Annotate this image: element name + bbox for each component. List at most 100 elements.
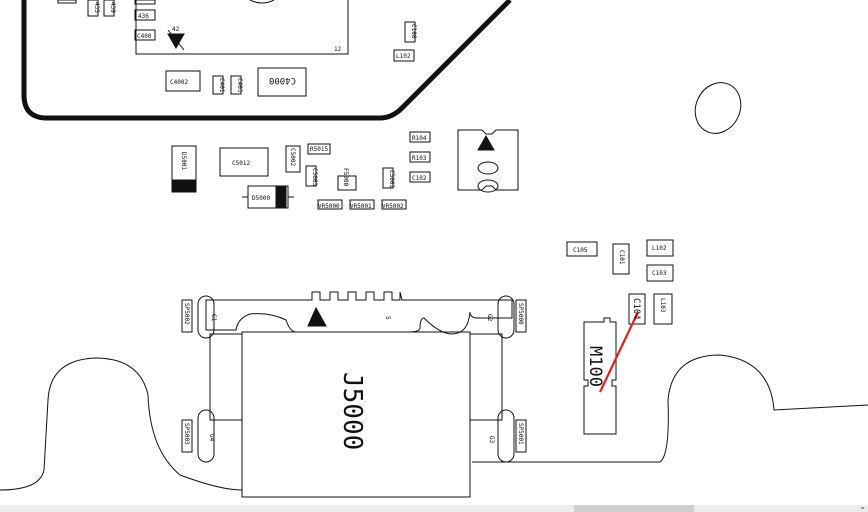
top-mid-box <box>134 0 156 5</box>
c103-box <box>646 264 674 282</box>
top-left-box <box>57 0 77 4</box>
c108-box <box>404 21 416 43</box>
label-c102: C102 <box>412 175 427 182</box>
r103-box <box>409 151 431 163</box>
label-vr5001: VR5001 <box>350 203 372 210</box>
l102-top-box <box>393 49 415 62</box>
scrollbar-thumb[interactable] <box>574 505 694 512</box>
label-m100: M100 <box>585 346 605 387</box>
board-mark-12: 12 <box>334 46 342 53</box>
label-436: 436 <box>138 13 149 20</box>
label-c5003: C5003 <box>311 168 318 186</box>
sp5001-box <box>515 419 527 453</box>
m100-outline <box>583 317 617 435</box>
label-c108: C108 <box>410 24 417 39</box>
c440-box <box>134 29 156 41</box>
c5003-box <box>305 165 317 187</box>
horizontal-scrollbar[interactable]: ⌄ <box>0 502 868 512</box>
c5001-box <box>382 167 394 189</box>
c4000-box <box>257 67 307 97</box>
c5012-box <box>219 147 269 177</box>
d5001-band <box>171 179 197 193</box>
label-vr5002: VR5002 <box>382 203 404 210</box>
sp5003-box <box>181 419 193 453</box>
board-outline <box>21 0 512 121</box>
label-r103: R103 <box>412 155 427 162</box>
shield-pad-g4 <box>197 409 215 463</box>
label-c4002: C4002 <box>170 79 188 86</box>
chevron-down-icon[interactable]: ⌄ <box>859 502 866 511</box>
r5015-box <box>307 143 331 155</box>
label-g3: G3 <box>488 436 495 444</box>
label-c5012: C5012 <box>232 160 250 167</box>
vr5002-box <box>381 199 407 210</box>
label-c401: C401 <box>218 78 225 93</box>
label-sp5000: SP5000 <box>517 303 524 325</box>
c4002-box <box>165 70 201 92</box>
label-l102-top: L102 <box>396 53 411 60</box>
label-d5000: D5000 <box>252 195 270 202</box>
label-l103: L103 <box>659 298 666 313</box>
j5000-body <box>241 331 471 498</box>
label-vr5000: VR5000 <box>318 203 340 210</box>
c105-box <box>566 241 598 257</box>
label-439: 439 <box>109 2 116 13</box>
label-j5000: J5000 <box>337 372 367 450</box>
shield-pad-g2 <box>497 295 515 339</box>
top-arc <box>249 0 275 4</box>
top-inner-frame <box>135 0 349 55</box>
label-435: 435 <box>93 2 100 13</box>
label-c400: C400 <box>137 33 152 40</box>
socket-triangle <box>477 134 495 151</box>
socket-outline <box>457 129 519 191</box>
c436-box <box>134 9 156 21</box>
c439-box <box>103 0 115 17</box>
label-c105: C105 <box>573 247 588 254</box>
label-r5015: R5015 <box>310 146 328 153</box>
sp5002-box <box>181 299 193 333</box>
lower-board-edge-right <box>472 354 868 463</box>
label-sp5001: SP5001 <box>517 423 524 445</box>
board-mark-42: 42 <box>172 26 180 33</box>
label-r104: R104 <box>412 135 427 142</box>
label-sp5002: SP5002 <box>183 303 190 325</box>
j5000-outline <box>205 291 513 335</box>
shield-pad-g1 <box>197 295 215 339</box>
c5002-box <box>285 145 301 173</box>
j5000-right-tab <box>470 333 503 421</box>
label-c5002: C5002 <box>289 148 296 166</box>
label-sp5003: SP5003 <box>183 423 190 445</box>
marker-triangle <box>167 33 185 50</box>
sp5000-box <box>515 299 527 333</box>
c102-box <box>409 171 431 183</box>
label-f5000: F5000 <box>342 168 349 186</box>
vr5001-box <box>349 199 375 210</box>
c101-box <box>612 243 630 275</box>
c435-box <box>87 0 99 17</box>
shield-pad-g3 <box>497 409 515 463</box>
socket-hole-1 <box>477 161 499 175</box>
label-l102: L102 <box>652 245 667 252</box>
j5000-left-tab <box>209 333 242 421</box>
vr5000-box <box>317 199 343 210</box>
label-pin5: 5 <box>384 316 391 320</box>
d5000-band <box>275 185 287 209</box>
label-c403: C403 <box>236 78 243 93</box>
label-g4: G4 <box>208 434 215 442</box>
label-c101: C101 <box>618 250 625 265</box>
label-c5001: C5001 <box>388 170 395 188</box>
r104-box <box>409 131 431 143</box>
highlight-net-line[interactable] <box>599 311 639 393</box>
label-g1: G1 <box>210 314 217 322</box>
l102-box <box>646 239 674 257</box>
socket-hole-2 <box>477 179 499 193</box>
l103-box <box>653 293 673 325</box>
label-c4000: C4000 <box>269 75 296 85</box>
c104-box <box>628 293 646 325</box>
f5000-box <box>337 175 357 191</box>
c401-box <box>212 75 224 95</box>
pin1-triangle <box>307 306 327 327</box>
label-c104: C104 <box>631 298 641 320</box>
label-g2: G2 <box>486 314 493 322</box>
